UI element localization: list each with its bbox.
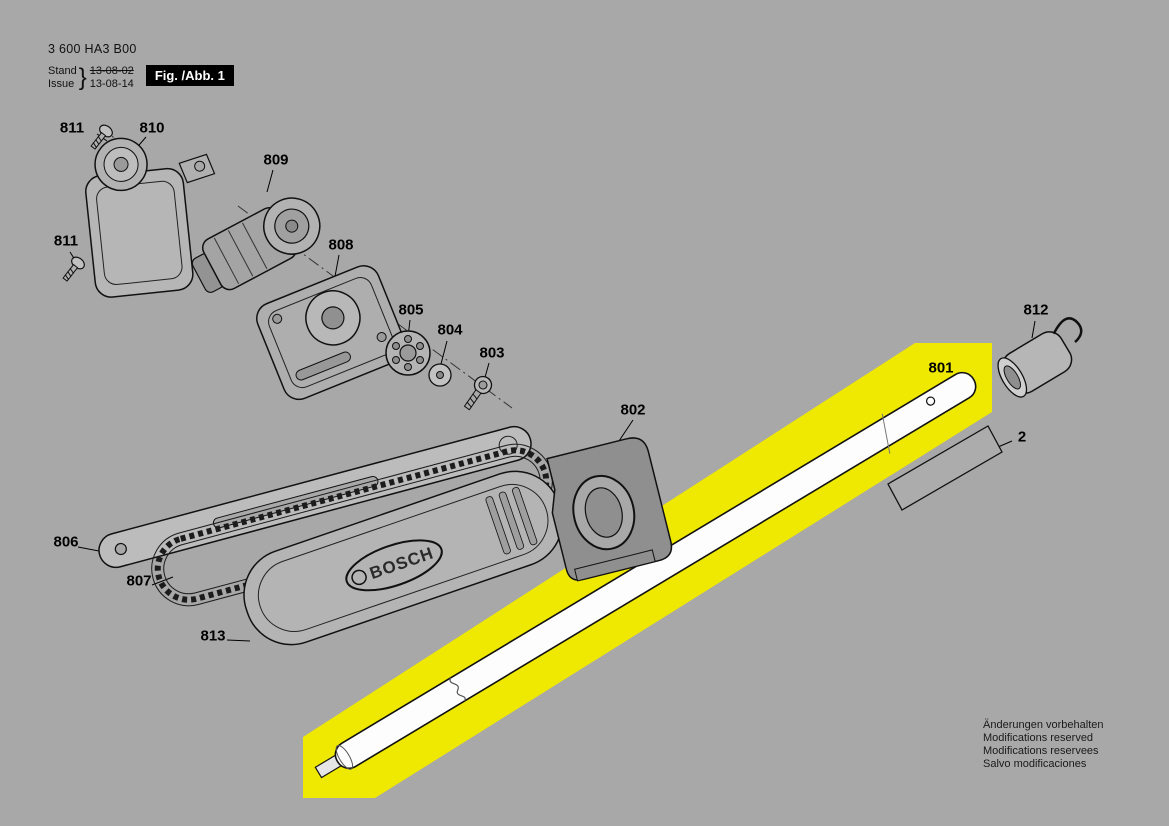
modifications-notice: Änderungen vorbehalten Modifications res… <box>983 719 1103 771</box>
part-805-sprocket <box>385 330 431 376</box>
part-811-screw-left <box>62 256 85 282</box>
part-808-gear-plate <box>256 264 407 401</box>
part-2-plate <box>887 425 1003 511</box>
part-callout-804: 804 <box>437 321 463 339</box>
date-new: 13-08-14 <box>89 78 134 90</box>
part-callout-811-top: 811 <box>59 119 85 137</box>
part-callout-811-left: 811 <box>53 232 79 250</box>
part-callout-809: 809 <box>263 151 289 169</box>
part-802-clamp-bracket <box>546 437 673 582</box>
part-callout-2: 2 <box>1017 428 1027 446</box>
part-callout-807: 807 <box>126 572 152 590</box>
part-callout-801: 801 <box>928 359 954 377</box>
part-callout-808: 808 <box>328 236 354 254</box>
part-809-motor <box>191 197 321 293</box>
title-block: 3 600 HA3 B00 Stand Issue } 13-08-02 13-… <box>48 42 234 91</box>
figure-badge: Fig. /Abb. 1 <box>145 65 234 86</box>
part-callout-810: 810 <box>139 119 165 137</box>
notice-line-es: Salvo modificaciones <box>983 758 1087 770</box>
part-803-bolt <box>463 375 493 411</box>
part-code: 3 600 HA3 B00 <box>48 42 137 56</box>
brace-glyph: } <box>78 64 87 91</box>
part-812-coupler <box>997 317 1083 398</box>
part-813-chain-cover: BOSCH <box>243 470 564 646</box>
part-callout-802: 802 <box>620 401 646 419</box>
part-callout-803: 803 <box>479 344 505 362</box>
part-callout-812: 812 <box>1023 301 1049 319</box>
part-callout-805: 805 <box>398 301 424 319</box>
notice-line-fr: Modifications reservees <box>983 745 1099 757</box>
part-804-washer <box>428 363 452 387</box>
part-811-screw-top <box>90 124 113 150</box>
date-old: 13-08-02 <box>89 65 134 77</box>
notice-line-en: Modifications reserved <box>983 732 1094 744</box>
notice-line-de: Änderungen vorbehalten <box>983 719 1104 731</box>
part-callout-806: 806 <box>53 533 79 551</box>
issue-label: Issue <box>48 78 75 90</box>
part-callout-813: 813 <box>200 627 226 645</box>
part-810-oil-tank <box>85 137 216 298</box>
stand-label: Stand <box>48 65 77 77</box>
